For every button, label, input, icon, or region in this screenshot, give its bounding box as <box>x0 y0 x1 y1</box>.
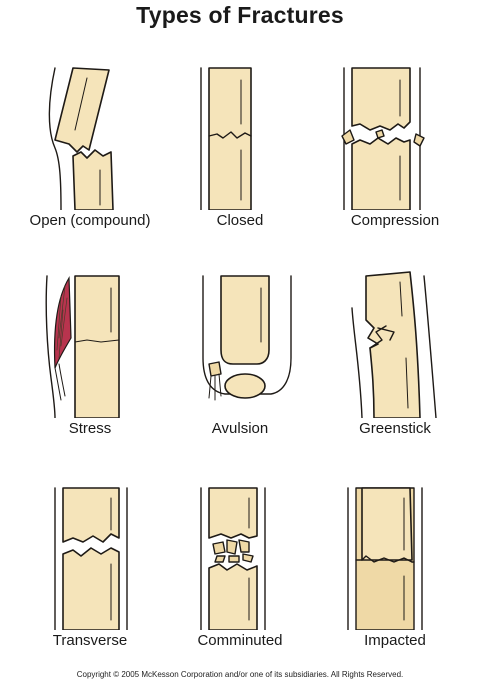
label-open-compound: Open (compound) <box>29 212 151 229</box>
compression-fracture-illustration <box>341 67 425 210</box>
fracture-avulsion: Avulsion <box>165 268 315 448</box>
closed-fracture-illustration <box>200 67 252 210</box>
open-compound-fracture-illustration <box>48 67 114 210</box>
copyright-notice: Copyright © 2005 McKesson Corporation an… <box>76 670 404 679</box>
fracture-impacted: Impacted <box>320 480 470 660</box>
label-stress: Stress <box>68 420 112 437</box>
fracture-transverse: Transverse <box>15 480 165 660</box>
label-compression: Compression <box>350 212 440 229</box>
fracture-closed: Closed <box>165 60 315 240</box>
fracture-stress: Stress <box>15 268 165 448</box>
fracture-comminuted: Comminuted <box>165 480 315 660</box>
transverse-fracture-illustration <box>54 487 128 630</box>
impacted-fracture-illustration <box>347 487 423 630</box>
fracture-open-compound: Open (compound) <box>15 60 165 240</box>
label-closed: Closed <box>216 212 264 229</box>
greenstick-fracture-illustration <box>351 271 437 418</box>
stress-fracture-illustration <box>45 275 120 418</box>
avulsion-fracture-illustration <box>202 275 292 401</box>
comminuted-fracture-illustration <box>200 487 266 630</box>
fracture-greenstick: Greenstick <box>320 268 470 448</box>
label-avulsion: Avulsion <box>211 420 269 437</box>
label-impacted: Impacted <box>364 632 426 649</box>
muscle-illustration <box>53 275 72 369</box>
label-comminuted: Comminuted <box>197 632 283 649</box>
page-title: Types of Fractures <box>136 2 344 28</box>
fracture-compression: Compression <box>320 60 470 240</box>
label-greenstick: Greenstick <box>359 420 431 437</box>
label-transverse: Transverse <box>52 632 128 649</box>
